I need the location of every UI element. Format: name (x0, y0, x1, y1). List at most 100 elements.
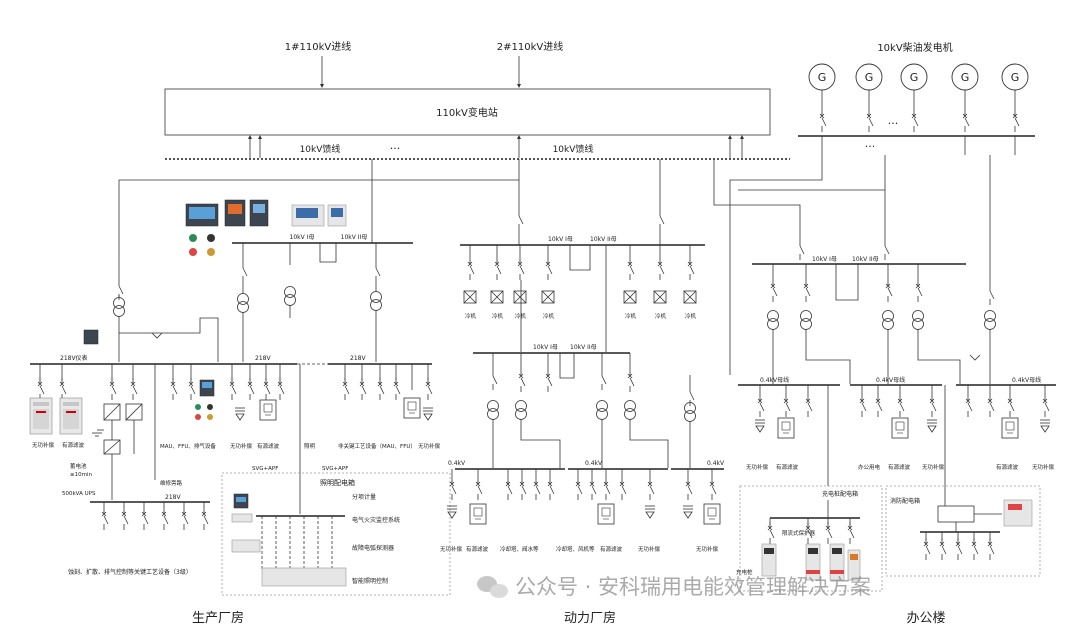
svg-text:无功补偿: 无功补偿 (440, 545, 463, 553)
substation-label: 110kV变电站 (436, 106, 498, 119)
lighting-panel-branches (261, 516, 333, 570)
power-bus-10kv-4-label: 10kV II母 (570, 344, 597, 351)
prod-apf-symbol-2 (403, 397, 421, 419)
prod-harmonic-label: 有源滤波 (62, 441, 85, 449)
prod-ups-block (92, 403, 143, 500)
building-office-label: 办公楼 (906, 611, 945, 626)
wechat-icon (477, 576, 508, 598)
svg-text:有源滤波: 有源滤波 (776, 463, 799, 471)
substation-box (164, 88, 771, 136)
lighting-item-2: 电气火灾监控系统 (352, 516, 400, 524)
fire-branches (923, 532, 995, 561)
svg-text:G: G (1011, 71, 1020, 84)
prod-harmonic-cabinet (59, 397, 83, 435)
prod-bus-10kv-1-label: 10kV I母 (290, 234, 315, 241)
office-incoming-switch-1 (799, 239, 805, 261)
fire-monitor-icon (231, 513, 253, 523)
smart-lighting-icon (261, 567, 347, 587)
charger-label: 充电桩 (736, 568, 753, 576)
generator-3: G (900, 63, 928, 133)
generator-bus-outgoing (821, 136, 1016, 155)
prod-lv-instrument-label: 218V仪表 (60, 354, 88, 362)
prod-lv-b-label: 218V (350, 355, 366, 362)
svg-text:G: G (818, 71, 827, 84)
office-lv-2-label: 0.4kV母线 (876, 376, 905, 384)
power-bus-10kv-2-label: 10kV II母 (590, 236, 617, 243)
svg-text:冷机: 冷机 (465, 312, 477, 320)
prod-etch-label: 蚀刻、扩散、排气控制等关键工艺设备（3级） (68, 568, 192, 576)
office-bus-10kv-2-label: 10kV II母 (852, 256, 879, 263)
prod-ups-branches (101, 502, 209, 531)
prod-battery-label: 蓄电池 (70, 462, 87, 470)
generator-4: G (951, 63, 979, 133)
office-transformer-branches (767, 264, 996, 384)
svg-text:有源滤波: 有源滤波 (996, 463, 1019, 471)
svg-text:冷机: 冷机 (543, 312, 555, 320)
power-transformer-branches (487, 353, 696, 468)
power-lv-labels: 无功补偿 有源滤波 冷却塔、阀水等 冷却塔、风机等 有源滤波 无功补偿 无功补偿 (440, 545, 719, 553)
incoming-line-1-label: 1#110kV进线 (285, 40, 351, 53)
watermark-text: 公众号 · 安科瑞用电能效管理解决方案 (515, 575, 871, 599)
power-incoming-switch-1 (518, 209, 524, 231)
prod-battery-time-label: ≥10min (70, 472, 92, 478)
feeder-uplinks (248, 135, 744, 158)
svg-text:有源滤波: 有源滤波 (888, 463, 911, 471)
feeder-label-a: 10kV馈线 (300, 143, 341, 155)
power-chiller-branches (463, 245, 697, 352)
power-bus-10kv-3-label: 10kV I母 (533, 344, 558, 351)
prod-bus-10kv-2-label: 10kV II母 (341, 234, 368, 241)
charging-panel-title: 充电桩配电箱 (822, 490, 858, 498)
svg-text:办公用电: 办公用电 (858, 463, 881, 471)
office-lv-3-label: 0.4kV母线 (1012, 376, 1041, 384)
prod-svg-apf-b-label: SVG+APF (322, 466, 348, 472)
arc-detector-icon (231, 539, 261, 553)
generator-1: G (808, 63, 836, 133)
feeder-ellipsis: ··· (390, 142, 401, 155)
prod-reactive-cabinet (29, 397, 53, 435)
prod-tie-line (119, 317, 219, 362)
watermark: 公众号 · 安科瑞用电能效管理解决方案 (477, 575, 871, 599)
power-incoming-switch-2 (659, 209, 665, 231)
office-lv-labels: 无功补偿 有源滤波 办公用电 有源滤波 无功补偿 有源滤波 无功补偿 (746, 463, 1055, 471)
svg-text:冷机: 冷机 (625, 312, 637, 320)
generator-ellipsis: ··· (888, 117, 899, 130)
svg-text:冷机: 冷机 (492, 312, 504, 320)
power-chiller-labels: 冷机 冷机 冷机 冷机 冷机 冷机 冷机 (465, 312, 697, 320)
svg-text:有源滤波: 有源滤波 (466, 545, 489, 553)
svg-text:冷机: 冷机 (515, 312, 527, 320)
lighting-panel-box (221, 472, 451, 596)
svg-text:无功补偿: 无功补偿 (638, 545, 661, 553)
prod-ups-bus-label: 218V (165, 494, 181, 501)
svg-text:有源滤波: 有源滤波 (600, 545, 623, 553)
charging-panel-box (739, 485, 883, 592)
prod-reactive-label: 无功补偿 (32, 441, 55, 449)
meter-devices (185, 199, 347, 256)
prod-reactive2-label: 无功补偿 (230, 442, 253, 450)
generator-2: G (855, 63, 883, 133)
building-production-label: 生产厂房 (192, 610, 244, 626)
svg-text:冷机: 冷机 (685, 312, 697, 320)
svg-text:冷却塔、阀水等: 冷却塔、阀水等 (500, 545, 539, 553)
prod-mau-label: MAU、FFU、排气设备 (160, 442, 216, 450)
prod-lighting-label: 照明 (304, 443, 316, 450)
building-power-label: 动力厂房 (564, 610, 616, 626)
generator-5: G (1001, 63, 1029, 133)
prod-lv-branches (37, 364, 433, 492)
office-lv-1-label: 0.4kV母线 (760, 376, 789, 384)
office-incoming-switch-2 (884, 239, 890, 261)
prod-reactive3-label: 无功补偿 (418, 442, 441, 450)
prod-10kv-branches (113, 243, 382, 362)
current-limiter-label: 限流式保护器 (782, 529, 816, 537)
svg-text:冷却塔、风机等: 冷却塔、风机等 (556, 545, 595, 553)
lighting-item-1: 分项计量 (352, 493, 376, 501)
svg-text:G: G (961, 71, 970, 84)
incoming-line-2-label: 2#110kV进线 (497, 40, 563, 53)
power-lv-2-label: 0.4kV (585, 460, 603, 467)
prod-maint-label: 维修旁路 (160, 479, 183, 487)
prod-nonkey-label: 非关键工艺设备（MAU、FFU） (338, 442, 416, 450)
trunk-routing (118, 155, 991, 375)
svg-text:无功补偿: 无功补偿 (922, 463, 945, 471)
prod-ups-label: 500kVA UPS (62, 491, 96, 497)
prod-harmonic2-label: 有源滤波 (257, 442, 280, 450)
generator-group: G G G G G (808, 63, 1029, 133)
